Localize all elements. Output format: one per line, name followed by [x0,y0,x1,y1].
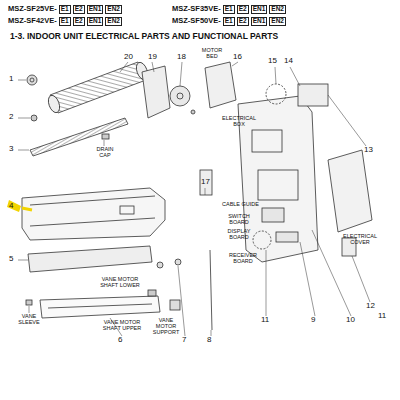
callout-number: 14 [284,57,293,65]
box-text: E1 [225,17,233,24]
part-name: ELECTRICAL COVER [340,234,380,246]
callout-number: 11 [261,316,269,324]
model-suffix-box: E2 [237,17,249,26]
model-suffix-box: EN1 [251,17,268,26]
model-suffix-box: EN1 [251,5,268,14]
callout-number: 13 [364,146,373,154]
part-name: CABLE GUIDE [222,202,259,208]
box-text: E2 [75,17,83,24]
box-text: E2 [75,5,83,12]
callout-number: 4 [9,202,13,210]
box-text: EN2 [271,5,284,12]
callout-number: 12 [366,302,375,310]
box-text: EN2 [107,5,120,12]
callout-number: 7 [182,336,186,344]
callout-number: 19 [148,53,157,61]
part-name: DISPLAY BOARD [222,229,256,241]
callout-number: 2 [9,113,13,121]
box-text: EN2 [271,17,284,24]
box-text: EN2 [107,17,120,24]
callout-number: 17 [201,178,210,186]
callout-number: 5 [9,255,13,263]
model-suffix-box: E1 [59,17,71,26]
part-name: DRAIN CAP [92,147,118,159]
model-suffix-box: EN2 [269,17,286,26]
callout-number: 18 [177,53,186,61]
part-name: VANE MOTOR SHAFT UPPER [100,320,144,332]
model-suffix-box: E2 [237,5,249,14]
model-name: MSZ-SF50VE- [172,17,221,25]
part-name: RECEIVER BOARD [226,253,260,265]
model-suffix-box: E2 [73,17,85,26]
box-text: E1 [61,17,69,24]
model-name: MSZ-SF35VE- [172,5,221,13]
part-name: VANE MOTOR SUPPORT [148,318,184,335]
box-text: E1 [225,5,233,12]
model-suffix-box: E1 [223,5,235,14]
callout-number: 15 [268,57,277,65]
model-name: MSZ-SF42VE- [8,17,57,25]
box-text: EN1 [89,5,102,12]
callout-number: 10 [346,316,355,324]
box-text: EN1 [89,17,102,24]
callout-number: 11 [378,312,386,320]
model-suffix-box: EN2 [105,5,122,14]
model-suffix-box: EN1 [87,5,104,14]
model-suffix-box: E1 [59,5,71,14]
box-text: E2 [239,17,247,24]
callout-number: 20 [124,53,133,61]
part-name: ELECTRICAL BOX [222,116,256,128]
diagram-title: 1-3. INDOOR UNIT ELECTRICAL PARTS AND FU… [10,32,278,41]
model-suffix-box: E2 [73,5,85,14]
callout-number: 6 [118,336,122,344]
part-name: SWITCH BOARD [224,214,254,226]
callout-number: 3 [9,145,13,153]
box-text: E1 [61,5,69,12]
box-text: EN1 [253,5,266,12]
callout-number: 9 [311,316,315,324]
model-suffix-box: EN1 [87,17,104,26]
model-suffix-box: EN2 [105,17,122,26]
callout-number: 1 [9,75,13,83]
part-name: VANE MOTOR SHAFT LOWER [96,277,144,289]
model-suffix-box: E1 [223,17,235,26]
part-name: MOTOR BED [198,48,226,60]
box-text: EN1 [253,17,266,24]
part-name: VANE SLEEVE [14,314,44,326]
model-suffix-box: EN2 [269,5,286,14]
box-text: E2 [239,5,247,12]
model-name: MSZ-SF25VE- [8,5,57,13]
callout-number: 16 [233,53,242,61]
callout-number: 8 [207,336,211,344]
